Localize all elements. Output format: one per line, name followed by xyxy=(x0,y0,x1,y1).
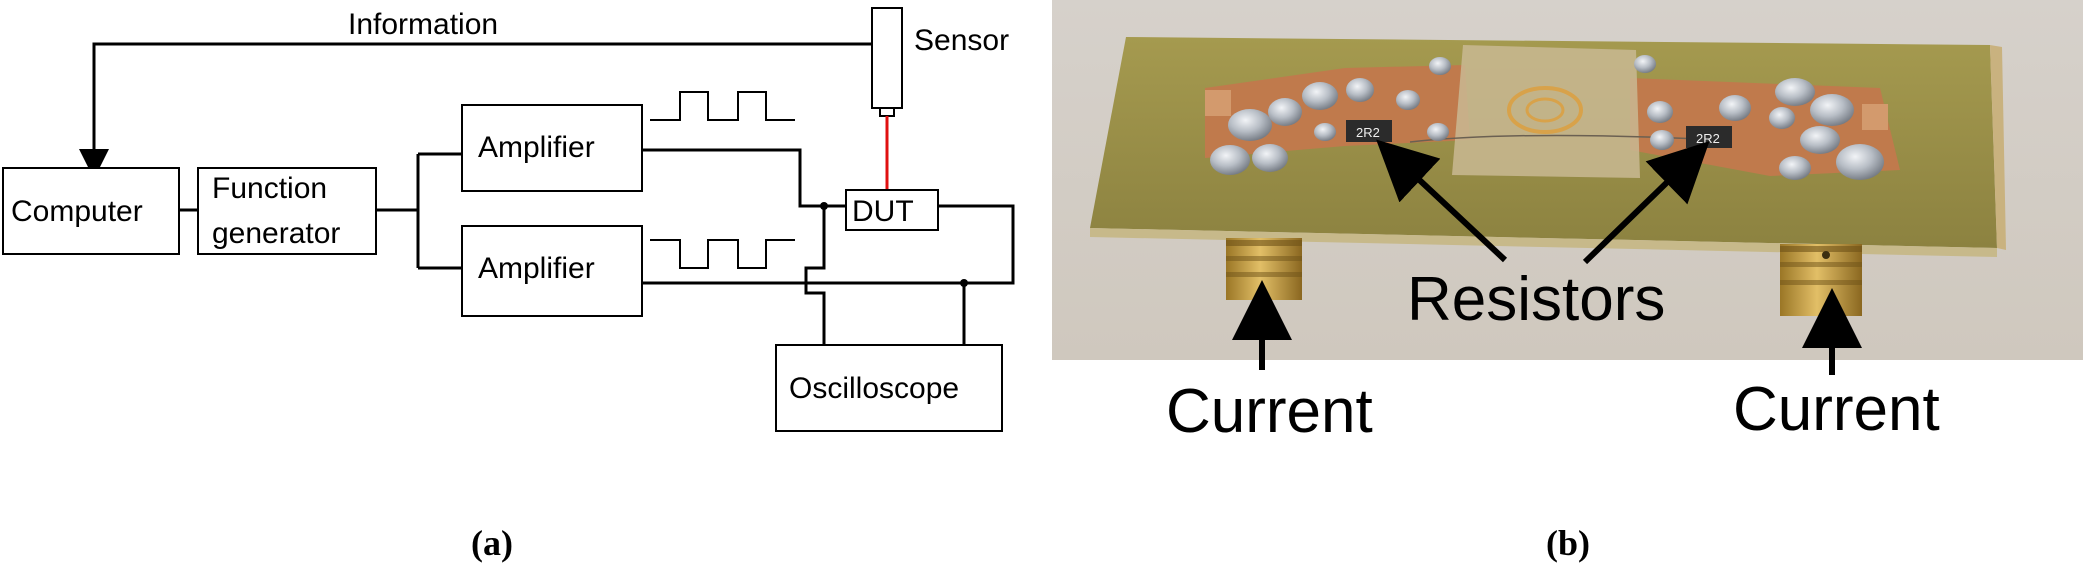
amplifier-bottom-label: Amplifier xyxy=(478,252,595,285)
panel-a-caption: (a) xyxy=(471,523,513,563)
amplifier-bottom-box xyxy=(461,225,643,317)
computer-box xyxy=(2,167,180,255)
function-generator-box xyxy=(197,167,377,255)
sma-connector-right xyxy=(1780,244,1862,316)
copper-pad-right xyxy=(1862,104,1888,130)
function-generator-label-2: generator xyxy=(212,217,340,250)
pulse-waveform-bottom xyxy=(650,239,795,269)
wire-dut-right xyxy=(938,204,1015,285)
amplifier-top-box xyxy=(461,104,643,192)
oscilloscope-label: Oscilloscope xyxy=(789,372,959,405)
information-label: Information xyxy=(348,8,498,41)
fg-split-wires xyxy=(376,152,462,270)
pcb-edge xyxy=(1090,228,1997,257)
current-label-left: Current xyxy=(1166,377,1373,446)
sensor-box xyxy=(871,7,903,109)
wire-amp-top-dut xyxy=(642,148,846,208)
sma-connector-left xyxy=(1226,238,1302,300)
panel-b-photo: 2R2 2R2 xyxy=(1052,0,2083,563)
coil-outer xyxy=(1507,86,1583,134)
resistors-arrow-left xyxy=(1376,139,1508,263)
resistor-left-marking: 2R2 xyxy=(1356,125,1380,140)
junction-dot-right xyxy=(960,279,968,287)
pulse-waveform-top xyxy=(650,91,795,121)
coil-inner xyxy=(1525,97,1565,123)
resistors-label: Resistors xyxy=(1407,265,1665,334)
resistor-right-marking: 2R2 xyxy=(1696,131,1720,146)
resistor-left xyxy=(1346,120,1392,142)
current-label-right: Current xyxy=(1733,375,1940,444)
solder-joints xyxy=(1210,55,1884,180)
copper-trace-left xyxy=(1205,65,1470,158)
sensor-label: Sensor xyxy=(914,24,1009,57)
junction-dot-left xyxy=(820,202,828,210)
computer-label: Computer xyxy=(11,195,143,228)
copper-pad-left xyxy=(1205,90,1231,116)
dut-label: DUT xyxy=(852,195,914,228)
pcb-side xyxy=(1990,45,2006,250)
resistors-arrow-right xyxy=(1582,141,1710,265)
wire-osc-left xyxy=(804,206,826,345)
sensor-substrate xyxy=(1452,45,1640,178)
sensor-tip xyxy=(879,107,895,117)
panel-a-diagram: Information Sensor Computer Function gen… xyxy=(2,7,1015,563)
dut-box xyxy=(845,189,939,231)
function-generator-label-1: Function xyxy=(212,172,327,205)
oscilloscope-box xyxy=(775,344,1003,432)
amplifier-top-label: Amplifier xyxy=(478,131,595,164)
information-line xyxy=(79,42,872,179)
panel-b-caption: (b) xyxy=(1546,523,1590,563)
